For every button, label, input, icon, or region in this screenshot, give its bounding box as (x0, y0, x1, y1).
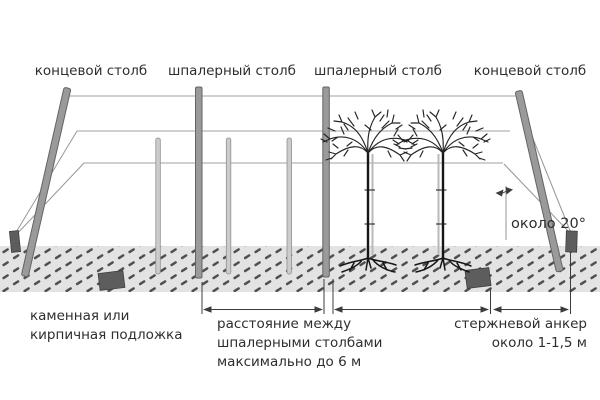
label-angle: около 20° (511, 216, 586, 232)
label-end-post-left: концевой столб (34, 63, 148, 79)
label-base-pad: каменная или кирпичная подложка (30, 308, 183, 344)
label-rod-anchor: стержневой анкер около 1-1,5 м (454, 316, 587, 352)
trellis-post-2 (322, 86, 330, 278)
label-post-spacing: расстояние между шпалерными столбами мак… (217, 316, 383, 371)
left-ground-anchor (8, 230, 22, 253)
ground-band (0, 246, 600, 292)
label-trellis-post-2: шпалерный столб (313, 63, 443, 79)
left-end-post (21, 87, 72, 278)
right-rod-anchor (565, 230, 578, 253)
label-end-post-right: концевой столб (473, 63, 587, 79)
label-trellis-post-1: шпалерный столб (167, 63, 297, 79)
trellis-post-1 (195, 86, 203, 279)
left-base-pad (97, 270, 126, 291)
angle-marker (495, 186, 513, 240)
intermediate-stake-3 (286, 137, 292, 275)
right-end-post (514, 90, 564, 273)
dimension-lines (201, 253, 571, 314)
intermediate-stake-2 (225, 137, 232, 275)
trellis-wires (69, 95, 518, 164)
right-base-pad (464, 267, 492, 289)
intermediate-stake-1 (155, 137, 161, 275)
